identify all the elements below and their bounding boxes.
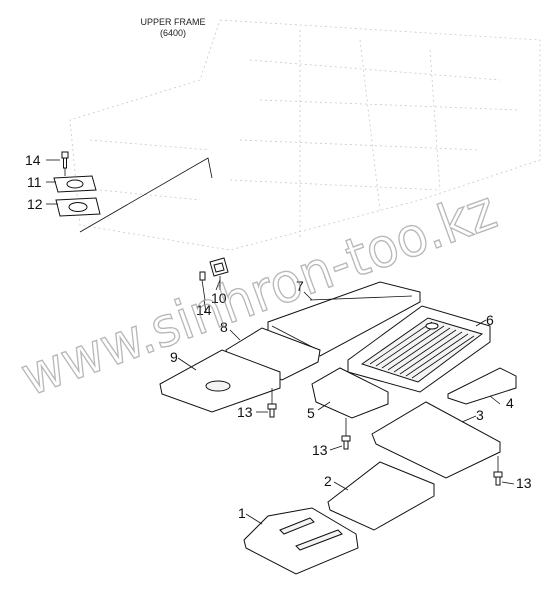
- part-11-plate: [53, 175, 97, 193]
- callout-13-b: 13: [312, 442, 328, 458]
- title-line-1: UPPER FRAME: [140, 17, 206, 27]
- callout-5: 5: [307, 405, 315, 421]
- callout-8: 8: [220, 319, 228, 335]
- callout-3: 3: [476, 407, 484, 423]
- callout-11: 11: [27, 174, 42, 190]
- part-14-bolt-top: [61, 151, 69, 176]
- title-line-2: (6400): [159, 28, 186, 38]
- part-14-bolt-small: [199, 271, 206, 301]
- callout-13-a: 13: [237, 404, 253, 420]
- callout-12: 12: [27, 196, 43, 212]
- part-4-plate: [447, 367, 517, 405]
- part-5-cover: [311, 367, 389, 419]
- part-13-bolt-c: [493, 456, 503, 486]
- part-13-bolt-b: [341, 418, 351, 450]
- callout-14-lower: 14: [196, 302, 212, 318]
- callout-13-c: 13: [516, 475, 532, 491]
- callout-labels: 14 11 12 10 14 7 8 9 6 4 5 3 2 1 13 13 1…: [25, 152, 532, 521]
- callout-7: 7: [296, 278, 304, 294]
- callout-1: 1: [238, 505, 246, 521]
- callout-2: 2: [324, 473, 332, 489]
- part-13-bolt-a: [267, 388, 277, 418]
- callout-4: 4: [506, 395, 514, 411]
- part-2-plate: [327, 461, 435, 531]
- upper-frame-title: UPPER FRAME (6400): [128, 17, 218, 39]
- part-1-floor-mat: [243, 507, 359, 575]
- part-10-connector: [209, 257, 229, 290]
- callout-14-top: 14: [25, 152, 41, 168]
- leader-lines: [46, 159, 515, 525]
- callout-9: 9: [170, 349, 178, 365]
- callout-6: 6: [486, 312, 494, 328]
- callout-10: 10: [211, 290, 227, 306]
- upper-frame-ghost: [69, 19, 541, 251]
- part-3-plate: [371, 401, 501, 479]
- part-9-plate: [159, 349, 281, 413]
- part-12-gasket: [55, 197, 101, 217]
